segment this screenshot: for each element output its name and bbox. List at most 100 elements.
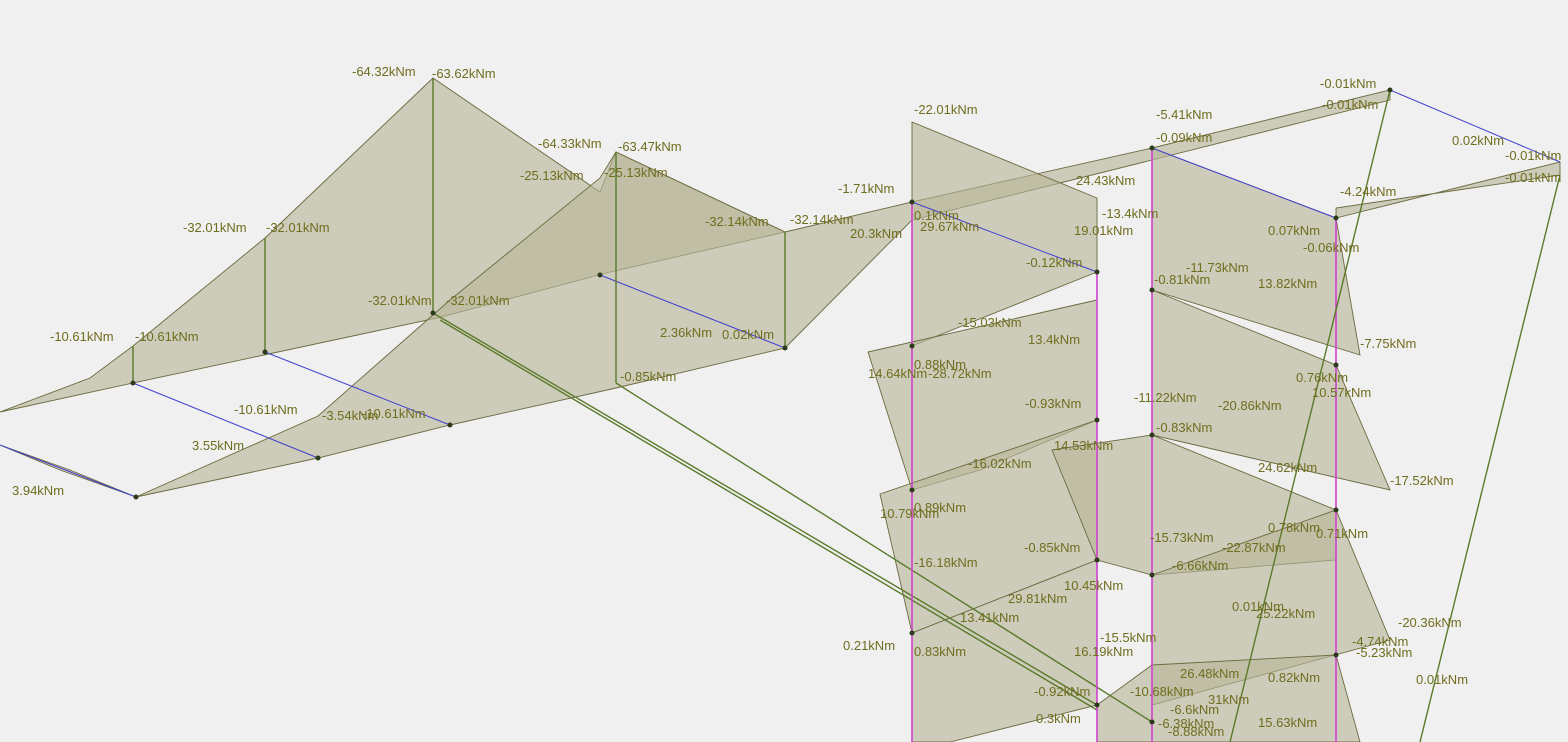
moment-label: -16.18kNm [914,555,978,570]
moment-label: -0.01kNm [1505,148,1561,163]
moment-label: 0.01kNm [1232,599,1284,614]
moment-label: -20.36kNm [1398,615,1462,630]
moment-label: -10.61kNm [50,329,114,344]
moment-label: -0.83kNm [1156,420,1212,435]
moment-label: 24.62kNm [1258,460,1317,475]
moment-label: 13.82kNm [1258,276,1317,291]
node[interactable] [1094,702,1100,708]
moment-label: 10.57kNm [1312,385,1371,400]
node[interactable] [133,494,139,500]
node[interactable] [315,455,321,461]
moment-label: 0.02kNm [722,327,774,342]
strut-1[interactable] [1229,89,1391,742]
node[interactable] [1094,417,1100,423]
moment-label: 0.78kNm [1268,520,1320,535]
moment-label: -6.66kNm [1172,558,1228,573]
moment-label: 14.53kNm [1054,438,1113,453]
node[interactable] [597,272,603,278]
brace-2[interactable] [264,351,451,426]
moment-label: -4.74kNm [1352,634,1408,649]
moment-label: -6.6kNm [1170,702,1219,717]
moment-label: 13.4kNm [1028,332,1080,347]
diagonal-beam-1[interactable] [432,312,1098,706]
moment-label: -11.73kNm [1186,260,1249,275]
node[interactable] [262,349,268,355]
moment-label: -0.01kNm [1320,76,1376,91]
node[interactable] [1333,652,1339,658]
node[interactable] [1149,432,1155,438]
node[interactable] [1333,507,1339,513]
moment-label: -10.61kNm [362,406,426,421]
moment-label: -64.32kNm [352,64,416,79]
moment-label: 0.1kNm [914,208,959,223]
node[interactable] [909,487,915,493]
moment-label: -17.52kNm [1390,473,1454,488]
node[interactable] [909,343,915,349]
moment-label: 14.64kNm [868,366,927,381]
moment-label: 3.55kNm [192,438,244,453]
moment-label: 10.45kNm [1064,578,1123,593]
moment-label: -6.38kNm [1158,716,1214,731]
diagonal-beam-3[interactable] [615,382,1153,723]
moment-label: -0.09kNm [1156,130,1212,145]
brace-5[interactable] [911,201,1098,273]
moment-label: -32.01kNm [266,220,330,235]
moment-label: 0.89kNm [914,500,966,515]
moment-label: -32.01kNm [368,293,432,308]
node[interactable] [1094,557,1100,563]
moment-label: -64.33kNm [538,136,602,151]
moment-label: 0.83kNm [914,644,966,659]
node[interactable] [1149,572,1155,578]
moment-label: -15.5kNm [1100,630,1156,645]
node[interactable] [1333,362,1339,368]
moment-label: 0.07kNm [1268,223,1320,238]
node[interactable] [430,310,436,316]
node[interactable] [1094,269,1100,275]
moment-label: -10.61kNm [234,402,298,417]
moment-label: 10.79kNm [880,506,939,521]
node[interactable] [1387,87,1393,93]
moment-label: -5.41kNm [1156,107,1212,122]
brace-7[interactable] [1389,89,1561,163]
node[interactable] [130,380,136,386]
moment-label: 24.43kNm [1076,173,1135,188]
node[interactable] [1333,215,1339,221]
moment-label: -0.06kNm [1303,240,1359,255]
brace-6[interactable] [1151,147,1337,219]
moment-label: -32.01kNm [183,220,247,235]
moment-label: 19.01kNm [1074,223,1133,238]
moment-label: 0.88kNm [914,357,966,372]
moment-label: -16.02kNm [968,456,1032,471]
moment-label: -0.01kNm [1322,97,1378,112]
moment-label: -32.14kNm [790,212,854,227]
moment-label: -1.71kNm [838,181,894,196]
moment-label: 0.76kNm [1296,370,1348,385]
node[interactable] [909,199,915,205]
strut-2[interactable] [1419,174,1561,742]
brace-1[interactable] [132,382,319,459]
moment-labels: -64.32kNm -63.62kNm -64.33kNm -63.47kNm … [12,64,1561,739]
moment-label: 0.02kNm [1452,133,1504,148]
moment-label: 26.48kNm [1180,666,1239,681]
moment-label: 2.36kNm [660,325,712,340]
moment-label: -32.14kNm [705,214,769,229]
node[interactable] [1149,287,1155,293]
brace-4[interactable] [0,444,137,498]
node[interactable] [909,630,915,636]
moment-label: -0.93kNm [1025,396,1081,411]
moment-label: -0.85kNm [1024,540,1080,555]
moment-label: -13.4kNm [1102,206,1158,221]
node[interactable] [1149,719,1155,725]
node[interactable] [447,422,453,428]
moment-label: -25.13kNm [520,168,584,183]
node[interactable] [782,345,788,351]
diagonal-beam-2[interactable] [439,319,1098,711]
moment-label: -25.13kNm [604,165,668,180]
brace-3[interactable] [599,274,786,349]
node[interactable] [1149,145,1155,151]
moment-label: -15.73kNm [1150,530,1214,545]
moment-label: -3.54kNm [322,408,378,423]
moment-label: -10.68kNm [1130,684,1194,699]
